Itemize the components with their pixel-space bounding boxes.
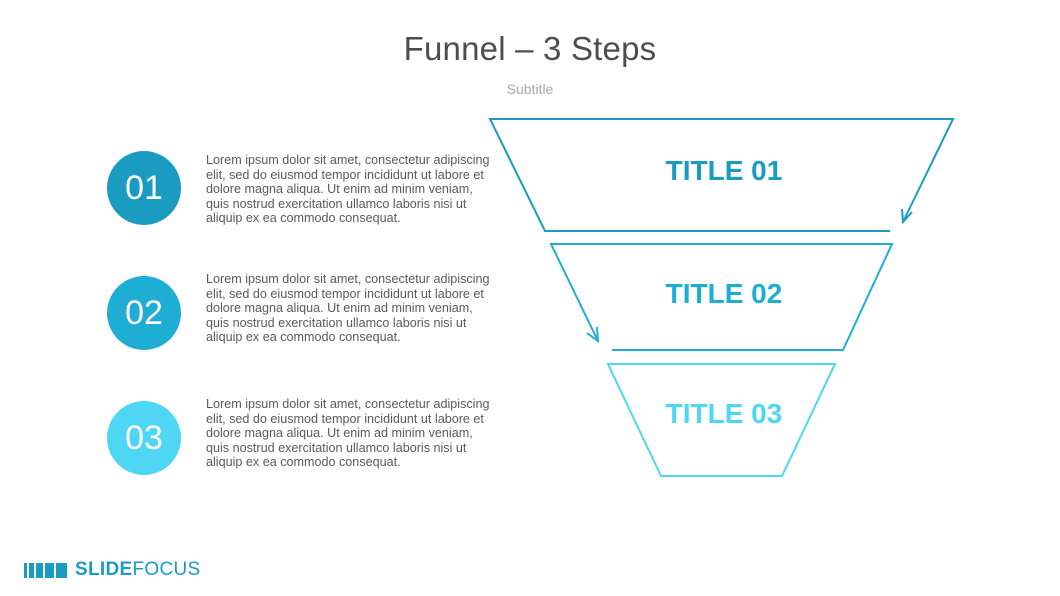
step-number-badge-01: 01 [107,151,181,225]
slide-subtitle: Subtitle [506,81,554,97]
step-number-badge-02: 02 [107,276,181,350]
step-number-badge-03: 03 [107,401,181,475]
step-description-02: Lorem ipsum dolor sit amet, consectetur … [206,272,490,345]
funnel-title-02: TITLE 02 [666,278,783,309]
arrow-head-icon [901,208,913,225]
logo-text-regular: FOCUS [132,559,201,580]
logo-bars-icon [24,562,69,578]
funnel-title-03: TITLE 03 [666,398,783,429]
funnel-segment-02: TITLE 02 [549,243,894,351]
logo-text-bold: SLIDE [75,559,133,580]
funnel-title-01: TITLE 01 [666,155,783,186]
step-description-01: Lorem ipsum dolor sit amet, consectetur … [206,153,490,226]
funnel-segment-03: TITLE 03 [606,363,837,477]
funnel-segment-01: TITLE 01 [488,118,955,232]
slide-title: Funnel – 3 Steps [403,30,657,67]
arrow-head-icon [586,326,600,344]
step-description-03: Lorem ipsum dolor sit amet, consectetur … [206,397,490,470]
